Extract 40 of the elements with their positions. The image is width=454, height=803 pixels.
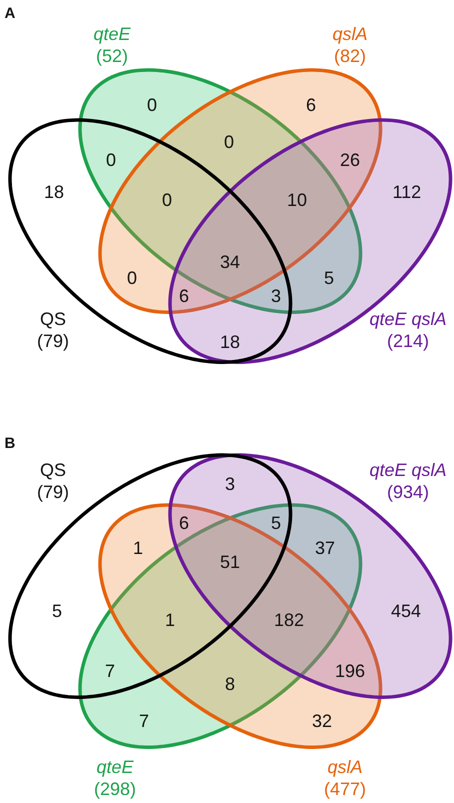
- region-count: 7: [139, 711, 150, 731]
- region-count: 6: [179, 513, 190, 533]
- region-count: 10: [287, 190, 308, 210]
- region-count: 7: [105, 661, 116, 681]
- set-label: qteE (52): [92, 23, 132, 67]
- set-label: qslA (477): [322, 756, 367, 800]
- region-count: 1: [165, 610, 176, 630]
- region-count: 5: [271, 513, 282, 533]
- set-label: QS (79): [36, 308, 70, 352]
- region-count: 26: [340, 150, 360, 170]
- region-count: 1: [133, 538, 144, 558]
- region-count: 37: [315, 538, 336, 558]
- region-count: 6: [306, 95, 316, 115]
- region-count: 0: [106, 150, 116, 170]
- region-count: 6: [179, 286, 190, 306]
- region-count: 51: [220, 552, 240, 572]
- region-count: 34: [220, 252, 240, 272]
- set-label: QS (79): [36, 458, 70, 503]
- region-count: 0: [127, 268, 138, 288]
- region-count: 8: [225, 674, 236, 694]
- region-count: 3: [271, 286, 282, 306]
- region-count: 454: [391, 601, 422, 621]
- panel-letter: A: [4, 4, 16, 22]
- set-label: qteE (298): [92, 756, 137, 800]
- region-count: 18: [44, 182, 64, 202]
- region-count: 3: [225, 474, 236, 494]
- set-label: qslA (82): [331, 23, 368, 67]
- region-count: 0: [162, 190, 172, 210]
- region-count: 5: [324, 268, 334, 288]
- set-label: qteE qslA (934): [368, 458, 448, 503]
- region-count: 112: [392, 182, 422, 202]
- region-count: 5: [52, 601, 62, 621]
- panel-letter: B: [4, 434, 16, 452]
- region-count: 196: [335, 661, 366, 681]
- region-count: 32: [312, 711, 332, 731]
- set-label: qteE qslA (214): [368, 308, 448, 352]
- region-count: 18: [220, 332, 240, 352]
- region-count: 0: [224, 132, 234, 152]
- region-count: 182: [274, 610, 304, 630]
- region-count: 0: [147, 95, 158, 115]
